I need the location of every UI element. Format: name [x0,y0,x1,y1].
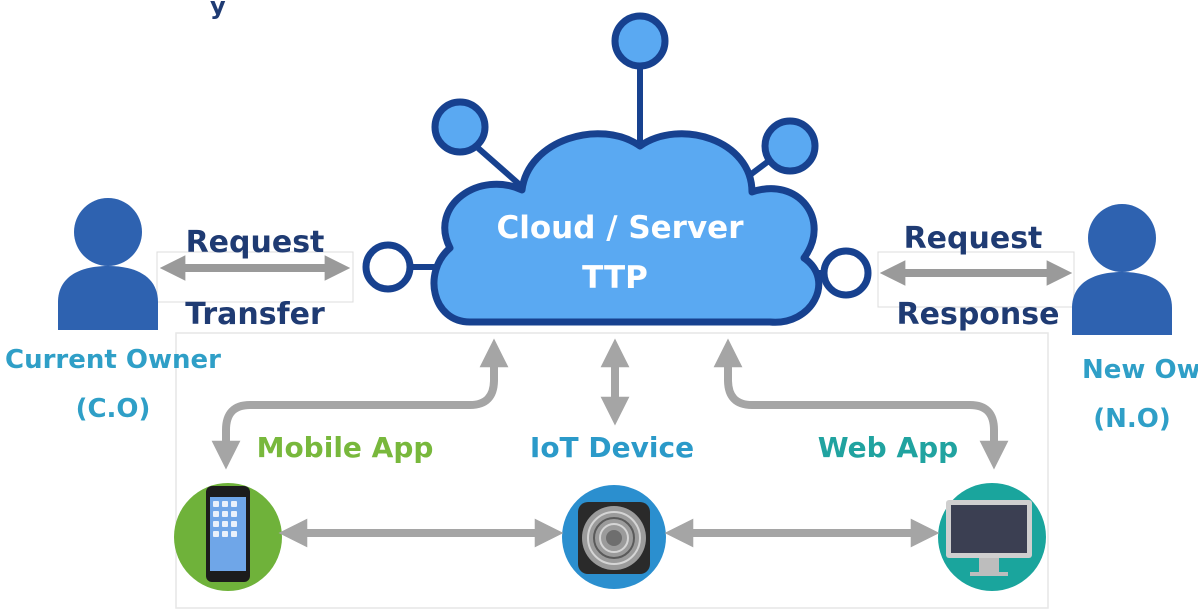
node-circle-top-right [761,117,819,175]
mobile-app-label: Mobile App [257,431,434,464]
iot-device-label: IoT Device [530,431,694,464]
node-circle-top [611,12,669,70]
smartphone-icon [206,486,250,582]
top-text-fragment: y [210,0,226,20]
node-circle-right [820,247,872,299]
current-owner-name: Current Owner [5,345,221,375]
iot-speaker-icon [578,502,650,574]
right-response-label: Response [897,297,1060,332]
web-app-label: Web App [818,431,958,464]
right-request-label: Request [904,221,1043,256]
monitor-icon [946,500,1032,576]
cloud-label-line1: Cloud / Server [496,210,744,246]
left-request-label: Request [186,225,325,260]
cloud-side-nodes [362,241,872,299]
cloud-icon [430,130,823,326]
current-owner-abbr: (C.O) [76,394,151,424]
cloud-mobile-arrow [211,338,509,470]
current-owner-person-icon [58,198,158,330]
cloud-web-arrow [713,338,1009,470]
new-owner-name: New Owne [1082,355,1198,385]
new-owner-abbr: (N.O) [1093,404,1171,434]
cloud-satellite-nodes [431,12,819,175]
right-arrow-frame [877,251,1075,308]
node-circle-top-left [431,98,489,156]
left-arrow-frame [156,251,354,303]
left-transfer-label: Transfer [185,297,325,332]
cloud-label-line2: TTP [582,260,648,296]
device-zone-frame [175,332,1049,609]
node-circle-left [362,241,414,293]
new-owner-person-icon [1072,204,1172,335]
